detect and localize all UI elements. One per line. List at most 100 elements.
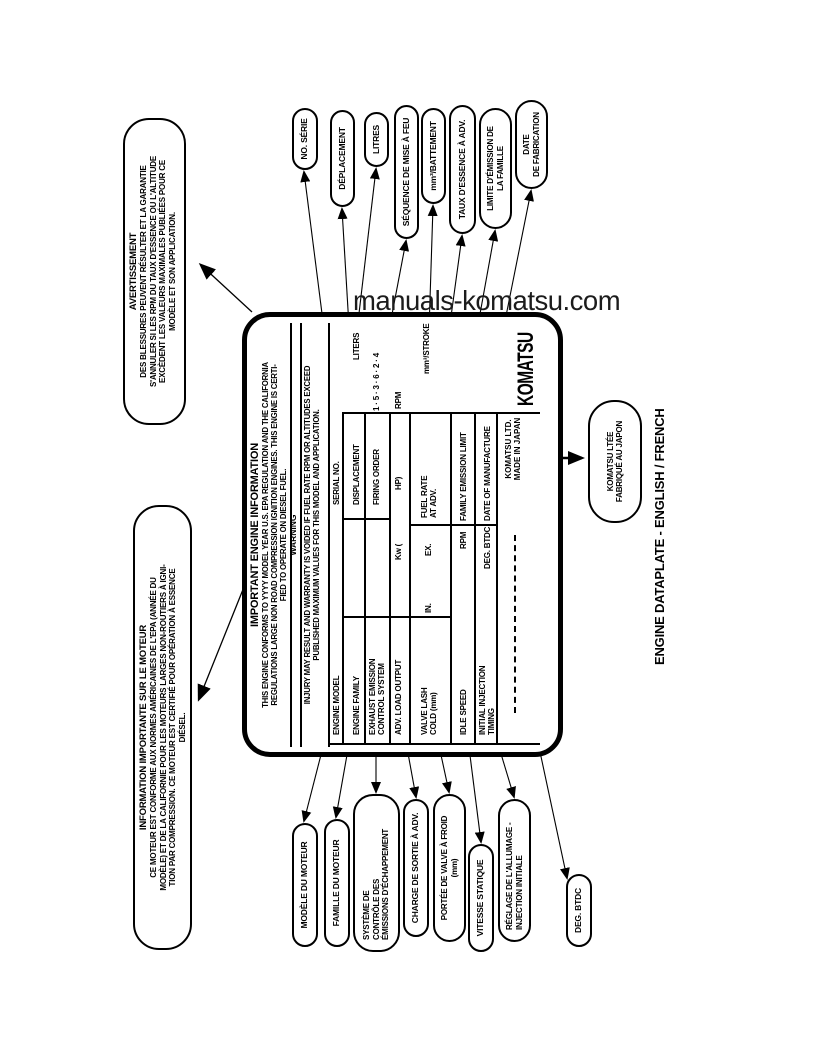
capsule-label: DÉPLACEMENT: [336, 127, 347, 190]
capsule-label: SYSTÈME DE: [362, 890, 372, 940]
callout-line: CE MOTEUR EST CONFORME AUX NORMES AMÉRIC…: [149, 577, 158, 878]
callout-line: MODÈLE ET SON APPLICATION.: [167, 212, 177, 331]
plate-warning-title: WARNING: [288, 514, 298, 556]
watermark: manuals-komatsu.com: [353, 285, 621, 316]
callout-title: AVERTISSEMENT: [128, 232, 139, 311]
table-row-line: [496, 413, 498, 745]
field-serial-no: SERIAL NO.: [332, 461, 341, 505]
capsule-label: DEG. BTDC: [573, 888, 584, 933]
engine-dataplate: IMPORTANT ENGINE INFORMATION THIS ENGINE…: [242, 312, 563, 757]
plate-footer: KOMATSU LTD. MADE IN JAPAN: [504, 409, 522, 489]
rule: [300, 323, 302, 747]
callout-information-moteur: INFORMATION IMPORTANTE SUR LE MOTEUR CE …: [133, 505, 192, 950]
callout-avertissement: AVERTISSEMENT DES BLESSURES PEUVENT RÉSU…: [123, 118, 186, 425]
field-ex: EX.: [424, 543, 433, 556]
capsule-label: CHARGE DE SORTIE À ADV.: [410, 812, 421, 924]
plate-warning-line: PUBLISHED MAXIMUM VALUES FOR THIS MODEL …: [312, 409, 321, 661]
plate-title: IMPORTANT ENGINE INFORMATION: [249, 442, 261, 628]
callout-line: DIÉSEL.: [177, 712, 187, 743]
capsule-no-serie: NO. SÉRIE: [292, 108, 318, 170]
capsule-modele-du-moteur: MODÈLE DU MOTEUR: [292, 823, 318, 947]
field-valve-cold: COLD (mm): [429, 692, 438, 735]
footer-origin: MADE IN JAPAN: [513, 417, 522, 481]
capsule-deplacement: DÉPLACEMENT: [330, 110, 355, 207]
field-date-of-manufacture: DATE OF MANUFACTURE: [483, 426, 492, 521]
capsule-label: mm³/BATTEMENT: [427, 121, 438, 191]
field-engine-family: ENGINE FAMILY: [352, 676, 361, 735]
capsule-sequence-mise-a-feu: SÉQUENCE DE MISE À FEU: [394, 105, 419, 239]
callout-line: S'ANNULER SI LES RPM DU TAUX D'ESSENCE O…: [148, 155, 158, 388]
field-fuel-at-adv: AT ADV.: [429, 489, 438, 518]
capsule-label: RÉGLAGE DE L'ALLUMAGE -: [505, 822, 514, 930]
field-firing-order: FIRING ORDER: [372, 449, 381, 505]
arrow-avertissement: [198, 262, 253, 313]
capsule-label: (mm): [449, 858, 459, 878]
callout-line: TION PAR COMPRESSION. CE MOTEUR EST CERT…: [168, 568, 178, 887]
table-col-line-mid3: [409, 524, 496, 526]
table-row-line: [450, 413, 452, 745]
table-col-line-mid2: [342, 518, 389, 520]
capsule-label: KOMATSU LTÉE: [605, 431, 615, 492]
field-deg-btdc: DEG. BTDC: [483, 526, 492, 569]
field-engine-model: ENGINE MODEL: [332, 675, 341, 735]
capsule-label: PORTÉE DE VALVE À FROID: [440, 815, 449, 921]
capsule-komatsu-ltee: KOMATSU LTÉE FABRIQUÉ AU JAPON: [588, 400, 642, 523]
callout-line: DES BLESSURES PEUVENT RÉSULTER ET LA GAR…: [139, 165, 148, 378]
callout-line: EXCÈDENT LES VALEURS MAXIMALES PUBLIÉES …: [158, 160, 168, 383]
field-idle-speed: IDLE SPEED: [459, 689, 468, 735]
field-exhaust-emission: EXHAUST EMISSION: [368, 658, 377, 735]
field-rpm2: RPM: [459, 531, 468, 549]
field-rpm: RPM: [394, 391, 403, 409]
footer-company: KOMATSU LTD.: [504, 419, 513, 479]
capsule-litres: LITRES: [364, 112, 389, 167]
table-line-left: [328, 743, 540, 745]
table-row-line: [474, 413, 476, 745]
field-timing: TIMING: [487, 708, 496, 735]
capsule-deg-btdc: DEG. BTDC: [566, 874, 592, 947]
plate-warning-line: INJURY MAY RESULT AND WARRANTY IS VOIDED…: [303, 365, 312, 705]
capsule-label: MODÈLE DU MOTEUR: [299, 841, 310, 929]
capsule-label: TAUX D'ESSENCE À ADV.: [456, 119, 467, 220]
field-mm3-stroke: mm³/STROKE: [422, 323, 431, 374]
table-row-line: [342, 413, 344, 745]
capsule-portee-de-valve: PORTÉE DE VALVE À FROID (mm): [433, 794, 466, 942]
field-hp: HP): [394, 476, 403, 490]
callout-title: INFORMATION IMPORTANTE SUR LE MOTEUR: [138, 624, 149, 831]
table-line-top: [328, 323, 330, 747]
field-family-emission-limit: FAMILY EMISSION LIMIT: [459, 432, 468, 521]
field-initial-injection: INITIAL INJECTION: [478, 665, 487, 735]
field-kw: Kw (: [394, 543, 403, 560]
capsule-charge-de-sortie: CHARGE DE SORTIE À ADV.: [403, 799, 429, 937]
capsule-label: INJECTION INITIALE: [514, 855, 524, 930]
capsule-vitesse-statique: VITESSE STATIQUE: [468, 844, 494, 952]
capsule-systeme-controle-emissions: SYSTÈME DE CONTRÔLE DES ÉMISSIONS D'ÉCHA…: [353, 794, 400, 952]
capsule-mm3-battement: mm³/BATTEMENT: [421, 108, 446, 204]
capsule-label: LITRES: [370, 124, 381, 155]
capsule-label: VITESSE STATIQUE: [475, 859, 486, 937]
table-col-line-mid1: [342, 616, 450, 618]
table-row-line: [389, 413, 391, 745]
capsule-label: DATE: [522, 134, 531, 155]
callout-line: MODÈLE) ET DE LA CALIFORNIE POUR LES MOT…: [158, 564, 168, 891]
capsule-reglage-allumage: RÉGLAGE DE L'ALLUMAGE - INJECTION INITIA…: [498, 799, 531, 942]
capsule-label: FAMILLE DU MOTEUR: [331, 839, 342, 927]
plate-paragraph-line: FIED TO OPERATE ON DIESEL FUEL.: [279, 468, 288, 602]
page-caption: ENGINE DATAPLATE - ENGLISH / FRENCH: [652, 408, 667, 665]
table-row-line: [409, 413, 411, 745]
capsule-label: NO. SÉRIE: [299, 118, 310, 160]
komatsu-logo: KOMATSU: [514, 332, 539, 406]
capsule-limite-emission-famille: LIMITE D'ÉMISSION DE LA FAMILLE: [479, 108, 512, 229]
field-valve-lash: VALVE LASH: [420, 687, 429, 736]
fill-in-dashed-line: [514, 535, 516, 713]
field-liters: LITERS: [352, 332, 361, 360]
capsule-label: LIMITE D'ÉMISSION DE: [486, 126, 495, 211]
capsule-date-fabrication: DATE DE FABRICATION: [515, 100, 548, 189]
field-firing-order-value: 1 · 5 · 3 · 6 · 2 · 4: [372, 352, 381, 411]
capsule-label: LA FAMILLE: [495, 146, 505, 191]
field-displacement: DISPLACEMENT: [352, 444, 361, 505]
capsule-label: CONTRÔLE DES: [371, 878, 381, 940]
capsule-taux-essence-adv: TAUX D'ESSENCE À ADV.: [449, 105, 476, 234]
field-adv-load-output: ADV. LOAD OUTPUT: [394, 659, 403, 735]
